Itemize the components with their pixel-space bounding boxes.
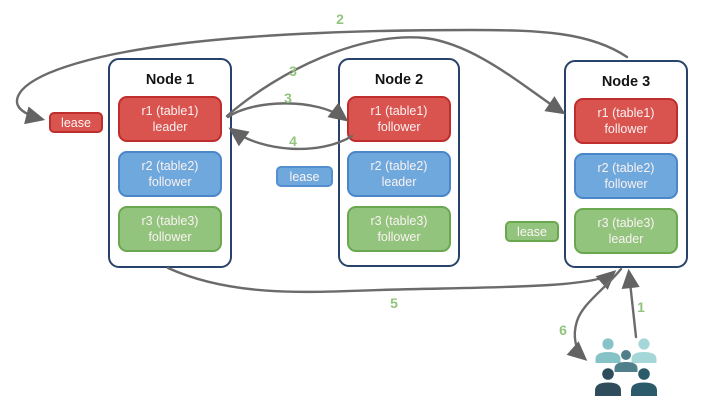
replica-name: r1 (table1) bbox=[597, 105, 655, 120]
replica-role: leader bbox=[381, 175, 417, 189]
replica-role: leader bbox=[608, 232, 644, 246]
node-2-replica-r1: r1 (table1) follower bbox=[347, 96, 451, 142]
node-1-replica-r3: r3 (table3) follower bbox=[118, 206, 222, 252]
replica-role: follower bbox=[604, 177, 648, 191]
arrow-3-replicate-to-node2 bbox=[226, 102, 349, 122]
node-3-replica-r3: r3 (table3) leader bbox=[574, 208, 678, 254]
user-figure bbox=[631, 368, 657, 396]
replica-name: r3 (table3) bbox=[370, 213, 428, 228]
step-label-3a: 3 bbox=[289, 63, 297, 79]
replica-name: r2 (table2) bbox=[370, 158, 428, 173]
replica-role: leader bbox=[152, 120, 188, 134]
node-1-title: Node 1 bbox=[145, 72, 195, 88]
replica-name: r1 (table1) bbox=[141, 103, 199, 118]
user-figure bbox=[614, 350, 638, 372]
node-2: Node 2 r1 (table1) follower r2 (table2) … bbox=[338, 58, 460, 267]
replica-role: follower bbox=[377, 230, 421, 244]
step-label-3b: 3 bbox=[284, 90, 292, 106]
arrow-2-route-to-leaseholder bbox=[15, 28, 629, 125]
replica-role: follower bbox=[148, 175, 192, 189]
step-label-1: 1 bbox=[637, 299, 645, 315]
arrow-6-response-to-user bbox=[566, 267, 623, 361]
replica-role: follower bbox=[604, 122, 648, 136]
node-1: Node 1 r1 (table1) leader r2 (table2) fo… bbox=[108, 58, 232, 268]
user-figure bbox=[631, 338, 657, 363]
step-label-2: 2 bbox=[336, 11, 344, 27]
replica-name: r3 (table3) bbox=[597, 215, 655, 230]
user-figure bbox=[595, 338, 621, 363]
replica-name: r2 (table2) bbox=[597, 160, 655, 175]
replica-role: follower bbox=[148, 230, 192, 244]
arrow-3-replicate-to-node3 bbox=[225, 36, 566, 118]
replica-name: r1 (table1) bbox=[370, 103, 428, 118]
replica-name: r3 (table3) bbox=[141, 213, 199, 228]
user-figure bbox=[595, 368, 621, 396]
replica-name: r2 (table2) bbox=[141, 158, 199, 173]
node-2-title: Node 2 bbox=[374, 72, 424, 88]
node-3-replica-r1: r1 (table1) follower bbox=[574, 98, 678, 144]
step-label-5: 5 bbox=[390, 295, 398, 311]
node-1-replica-r1: r1 (table1) leader bbox=[118, 96, 222, 142]
lease-badge-red: lease bbox=[49, 112, 103, 133]
step-label-4: 4 bbox=[289, 133, 297, 149]
arrow-4-ack-to-leader bbox=[228, 127, 354, 151]
arrow-5-response-to-gateway bbox=[166, 266, 617, 294]
node-2-replica-r3: r3 (table3) follower bbox=[347, 206, 451, 252]
node-3-title: Node 3 bbox=[601, 74, 651, 90]
node-2-replica-r2: r2 (table2) leader bbox=[347, 151, 451, 197]
arrow-1-user-request bbox=[621, 268, 640, 339]
node-3: Node 3 r1 (table1) follower r2 (table2) … bbox=[564, 60, 688, 268]
users-group-icon bbox=[595, 338, 657, 396]
node-3-replica-r2: r2 (table2) follower bbox=[574, 153, 678, 199]
step-label-6: 6 bbox=[559, 322, 567, 338]
lease-badge-green: lease bbox=[505, 221, 559, 242]
lease-badge-blue: lease bbox=[276, 166, 333, 187]
replica-role: follower bbox=[377, 120, 421, 134]
node-1-replica-r2: r2 (table2) follower bbox=[118, 151, 222, 197]
